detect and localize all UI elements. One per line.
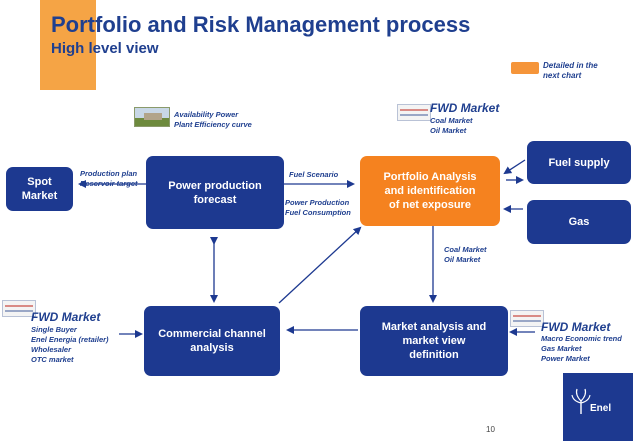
fwd-market-right-heading: FWD Market [541,320,611,334]
fuel-supply-box: Fuel supply [527,141,631,184]
power-production-forecast-box: Power production forecast [146,156,284,229]
legend-text: Detailed in the next chart [543,61,598,80]
fwd-market-left-thumbnail [2,300,36,317]
production-plan-label: Production plan Reservoir target [80,169,138,188]
fwd-market-top-heading: FWD Market [430,101,500,115]
power-production-fuel-label: Power Production Fuel Consumption [285,198,351,217]
arrow-fuel-to-portfolio [503,159,526,175]
availability-label: Availability Power Plant Efficiency curv… [174,110,252,129]
page-title: Portfolio and Risk Management process [51,12,471,37]
fwd-market-top-items: Coal Market Oil Market [430,116,473,135]
page-number: 10 [486,425,495,434]
market-analysis-box: Market analysis and market view definiti… [360,306,508,376]
power-plant-image [134,107,170,127]
commercial-channel-box: Commercial channel analysis [144,306,280,376]
title-accent-square [40,0,96,90]
fwd-market-right-thumbnail [510,310,544,327]
fwd-market-top-thumbnail [397,104,431,121]
coal-oil-middle-label: Coal Market Oil Market [444,245,487,264]
fuel-scenario-label: Fuel Scenario [289,170,339,179]
fwd-market-left-items: Single Buyer Enel Energia (retailer) Who… [31,325,109,364]
enel-logo-mark-icon [571,388,591,414]
fwd-market-left-heading: FWD Market [31,310,101,324]
legend-swatch [511,62,539,74]
page-subtitle: High level view [51,40,159,57]
gas-box: Gas [527,200,631,244]
enel-logo: Enel [563,373,633,441]
enel-logo-text: Enel [590,403,612,414]
arrow-commercial-to-portfolio [278,226,362,304]
spot-market-box: Spot Market [6,167,73,211]
portfolio-analysis-box: Portfolio Analysis and identification of… [360,156,500,226]
fwd-market-right-items: Macro Economic trend Gas Market Power Ma… [541,334,622,363]
